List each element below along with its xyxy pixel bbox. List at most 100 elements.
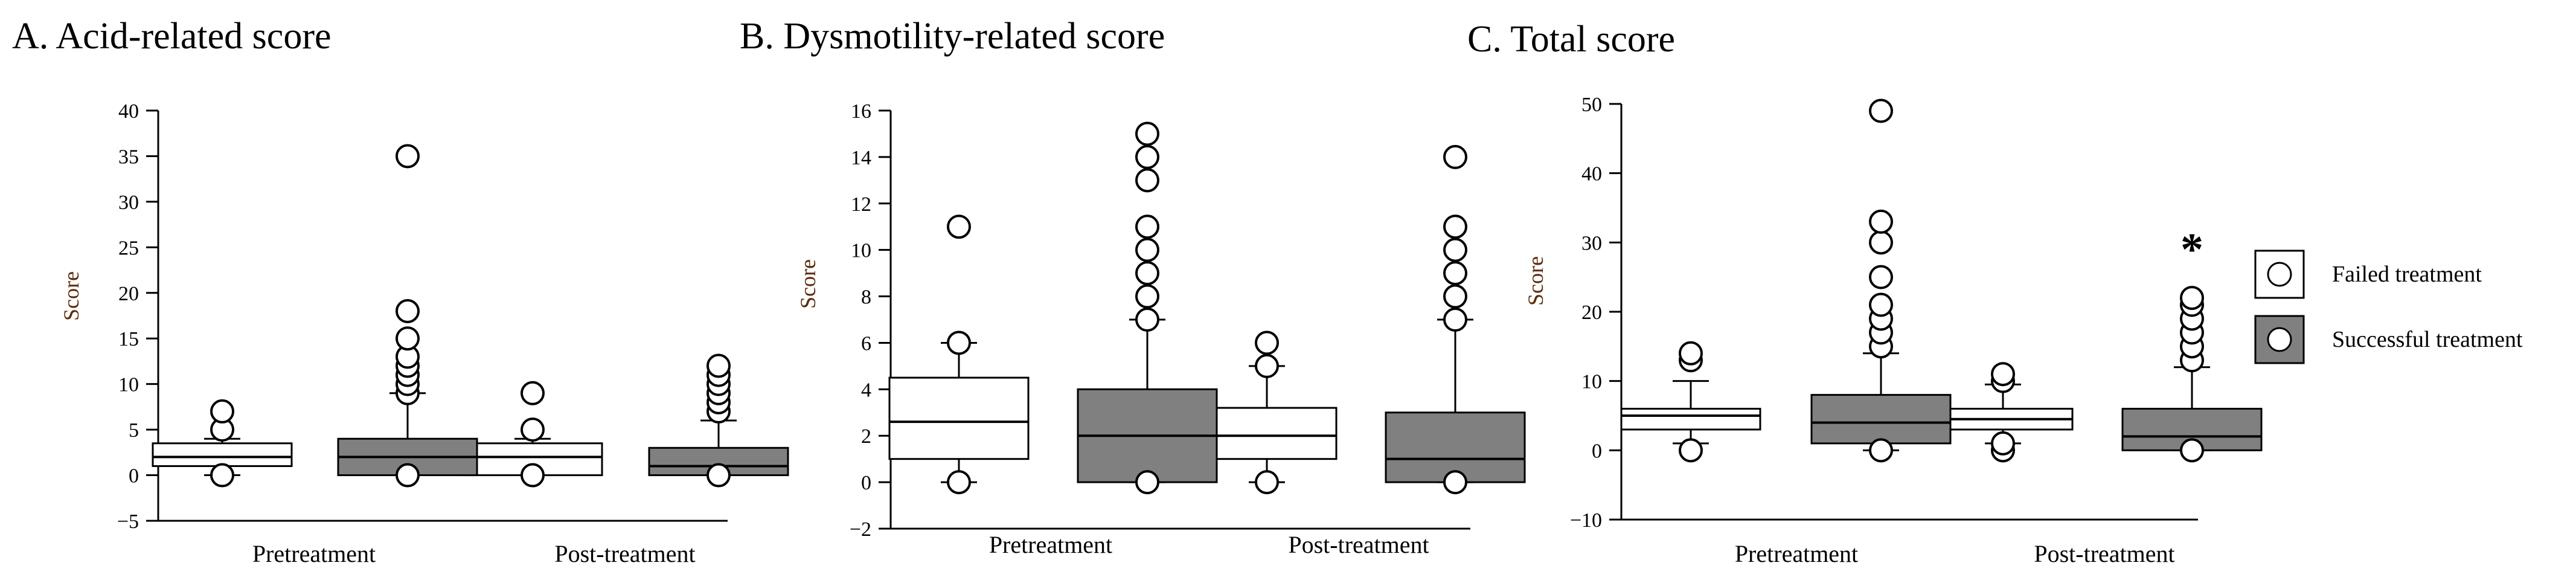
panel-c: C. Total score Score −10 0 10 20 30 40 50 * Pre… (1467, 19, 2263, 567)
panel-b-pretreatment-successful-outlier (1135, 237, 1159, 262)
panel-c-y-axis-label: Score (1523, 256, 1548, 306)
panel-b-pretreatment-successful-outlier (1135, 214, 1159, 239)
panel-b-category-label-post-treatment: Post-treatment (1288, 531, 1429, 558)
panel-a-category-label-post-treatment: Post-treatment (554, 540, 695, 567)
panel-b-y-tick-label: 2 (861, 425, 871, 448)
panel-c-y-tick-label: 0 (1592, 440, 1602, 462)
panel-a-post-treatment-failed-outlier (521, 381, 545, 405)
panel-c-y-tick-label: −10 (1570, 509, 1602, 532)
panel-b-y-tick-label: −2 (850, 518, 871, 541)
panel-b-post-treatment-failed-outlier (1255, 470, 1279, 495)
panel-a-post-treatment-successful-outlier (706, 463, 731, 488)
panel-c-y-tick-label: 20 (1581, 301, 1602, 324)
panel-c-post-treatment-failed-outlier (1991, 362, 2015, 387)
panel-c-y-tick-label: 10 (1581, 371, 1602, 393)
legend-label-failed: Failed treatment (2332, 262, 2482, 287)
panel-a-pretreatment-failed-outlier (210, 399, 234, 424)
panel-a-pretreatment-failed-box (152, 442, 293, 467)
panel-c-significance-annotation: * (2180, 224, 2203, 275)
panel-b-pretreatment-failed-outlier (947, 470, 971, 495)
panel-b-pretreatment-failed-outlier (947, 330, 971, 355)
panel-c-y-tick-label: 50 (1581, 94, 1602, 116)
panel-b-post-treatment-successful-outlier (1443, 470, 1467, 495)
panel-a-post-treatment-successful-outlier (706, 353, 731, 378)
panel-b-post-treatment-successful-outlier (1443, 237, 1467, 262)
panel-b-post-treatment-successful-outlier (1443, 261, 1467, 286)
panel-a-pretreatment-successful-outlier (396, 326, 420, 351)
panel-b-post-treatment-successful-outlier (1443, 214, 1467, 239)
panel-b-pretreatment-failed-box (888, 376, 1030, 460)
panel-b-pretreatment-failed-outlier (947, 214, 971, 239)
panel-b-post-treatment-successful-outlier (1443, 284, 1467, 309)
panel-c-category-label-pretreatment: Pretreatment (1735, 540, 1858, 567)
panel-a-pretreatment-failed-outlier (210, 463, 234, 488)
panel-b-y-axis-label: Score (796, 259, 820, 309)
panel-a-title: A. Acid-related score (12, 16, 331, 57)
panel-b-post-treatment-successful-outlier (1443, 144, 1467, 169)
legend-circle-successful-icon (2267, 327, 2292, 352)
panel-c-pretreatment-successful-outlier (1869, 98, 1893, 123)
panel-c-y-tick-label: 40 (1581, 163, 1602, 185)
panel-b-pretreatment-successful-outlier (1135, 261, 1159, 286)
panel-c-pretreatment-successful-outlier (1869, 209, 1893, 234)
panel-c-pretreatment-failed-outlier (1679, 341, 1703, 366)
panel-b-y-tick-label: 6 (861, 332, 871, 355)
panel-b-y-tick-label: 10 (851, 240, 871, 262)
panel-c-post-treatment-successful-outlier (2180, 286, 2204, 311)
legend-label-successful: Successful treatment (2332, 327, 2523, 352)
panel-a-y-tick-label: 5 (129, 419, 139, 442)
panel-a-category-label-pretreatment: Pretreatment (252, 540, 376, 567)
panel-a-y-tick-label: 35 (118, 146, 139, 168)
panel-b-y-tick-label: 16 (851, 100, 871, 123)
panel-a-y-tick-label: 0 (129, 465, 139, 488)
legend-swatch-failed (2254, 250, 2305, 299)
panel-a-y-tick-label: 30 (118, 192, 139, 214)
panel-a-pretreatment-successful-outlier (396, 298, 420, 323)
panel-b-pretreatment-successful-outlier (1135, 144, 1159, 169)
panel-c-pretreatment-successful-outlier (1869, 230, 1893, 255)
panel-a-y-tick-label: −5 (117, 511, 139, 533)
panel-c-title: C. Total score (1467, 19, 1675, 60)
panel-b-y-tick-label: 8 (861, 286, 871, 309)
panel-c-pretreatment-successful-outlier (1869, 438, 1893, 463)
panel-a-y-tick-label: 20 (118, 283, 139, 305)
panel-b-y-tick-label: 12 (851, 193, 871, 216)
panel-a-y-tick-label: 10 (118, 374, 139, 396)
panel-b-post-treatment-failed-outlier (1255, 330, 1279, 355)
panel-b-y-tick-label: 0 (861, 472, 871, 494)
panel-b-category-label-pretreatment: Pretreatment (989, 531, 1112, 558)
panel-c-post-treatment-successful-outlier (2180, 438, 2204, 463)
panel-a: A. Acid-related score Score −5 0 5 10 15 20 25… (12, 16, 789, 567)
panel-b-post-treatment-failed-outlier (1255, 353, 1279, 378)
panel-b-post-treatment-failed-box (1196, 407, 1338, 460)
panel-a-y-axis-label: Score (59, 271, 83, 321)
panel-c-pretreatment-successful-outlier (1869, 292, 1893, 317)
panel-c-y-tick-label: 30 (1581, 232, 1602, 254)
panel-c-pretreatment-failed-box (1620, 408, 1761, 431)
panel-a-pretreatment-successful-outlier (396, 463, 420, 488)
panel-a-pretreatment-successful-outlier (396, 144, 420, 169)
panel-b-pretreatment-successful-outlier (1135, 284, 1159, 309)
panel-b-plot-area: −2 0 2 4 6 8 10 12 14 16 (850, 100, 1526, 541)
panel-c-post-treatment-failed-outlier (1991, 431, 2015, 456)
panel-b-pretreatment-successful-outlier (1135, 121, 1159, 146)
panel-b-y-tick-label: 4 (861, 379, 871, 401)
panel-c-category-label-post-treatment: Post-treatment (2034, 540, 2174, 567)
panel-a-post-treatment-failed-outlier (521, 417, 545, 442)
panel-a-post-treatment-failed-outlier (521, 463, 545, 488)
panel-c-pretreatment-successful-box (1810, 394, 1952, 445)
panel-b-y-tick-label: 14 (851, 147, 871, 169)
panel-a-y-tick-label: 15 (118, 328, 139, 350)
panel-b: B. Dysmotility-related score Score −2 0 2 4… (740, 16, 1526, 558)
legend-circle-failed-icon (2267, 262, 2292, 287)
panel-a-y-tick-label: 25 (118, 237, 139, 259)
legend: Failed treatment Successful treatment (2254, 250, 2523, 364)
panel-c-plot-area: −10 0 10 20 30 40 50 * (1570, 94, 2263, 532)
panel-b-pretreatment-successful-outlier (1135, 470, 1159, 495)
panel-c-pretreatment-successful-outlier (1869, 265, 1893, 289)
panel-c-pretreatment-failed-outlier (1679, 438, 1703, 463)
panel-b-pretreatment-successful-outlier (1135, 308, 1159, 332)
panel-b-title: B. Dysmotility-related score (740, 16, 1165, 57)
